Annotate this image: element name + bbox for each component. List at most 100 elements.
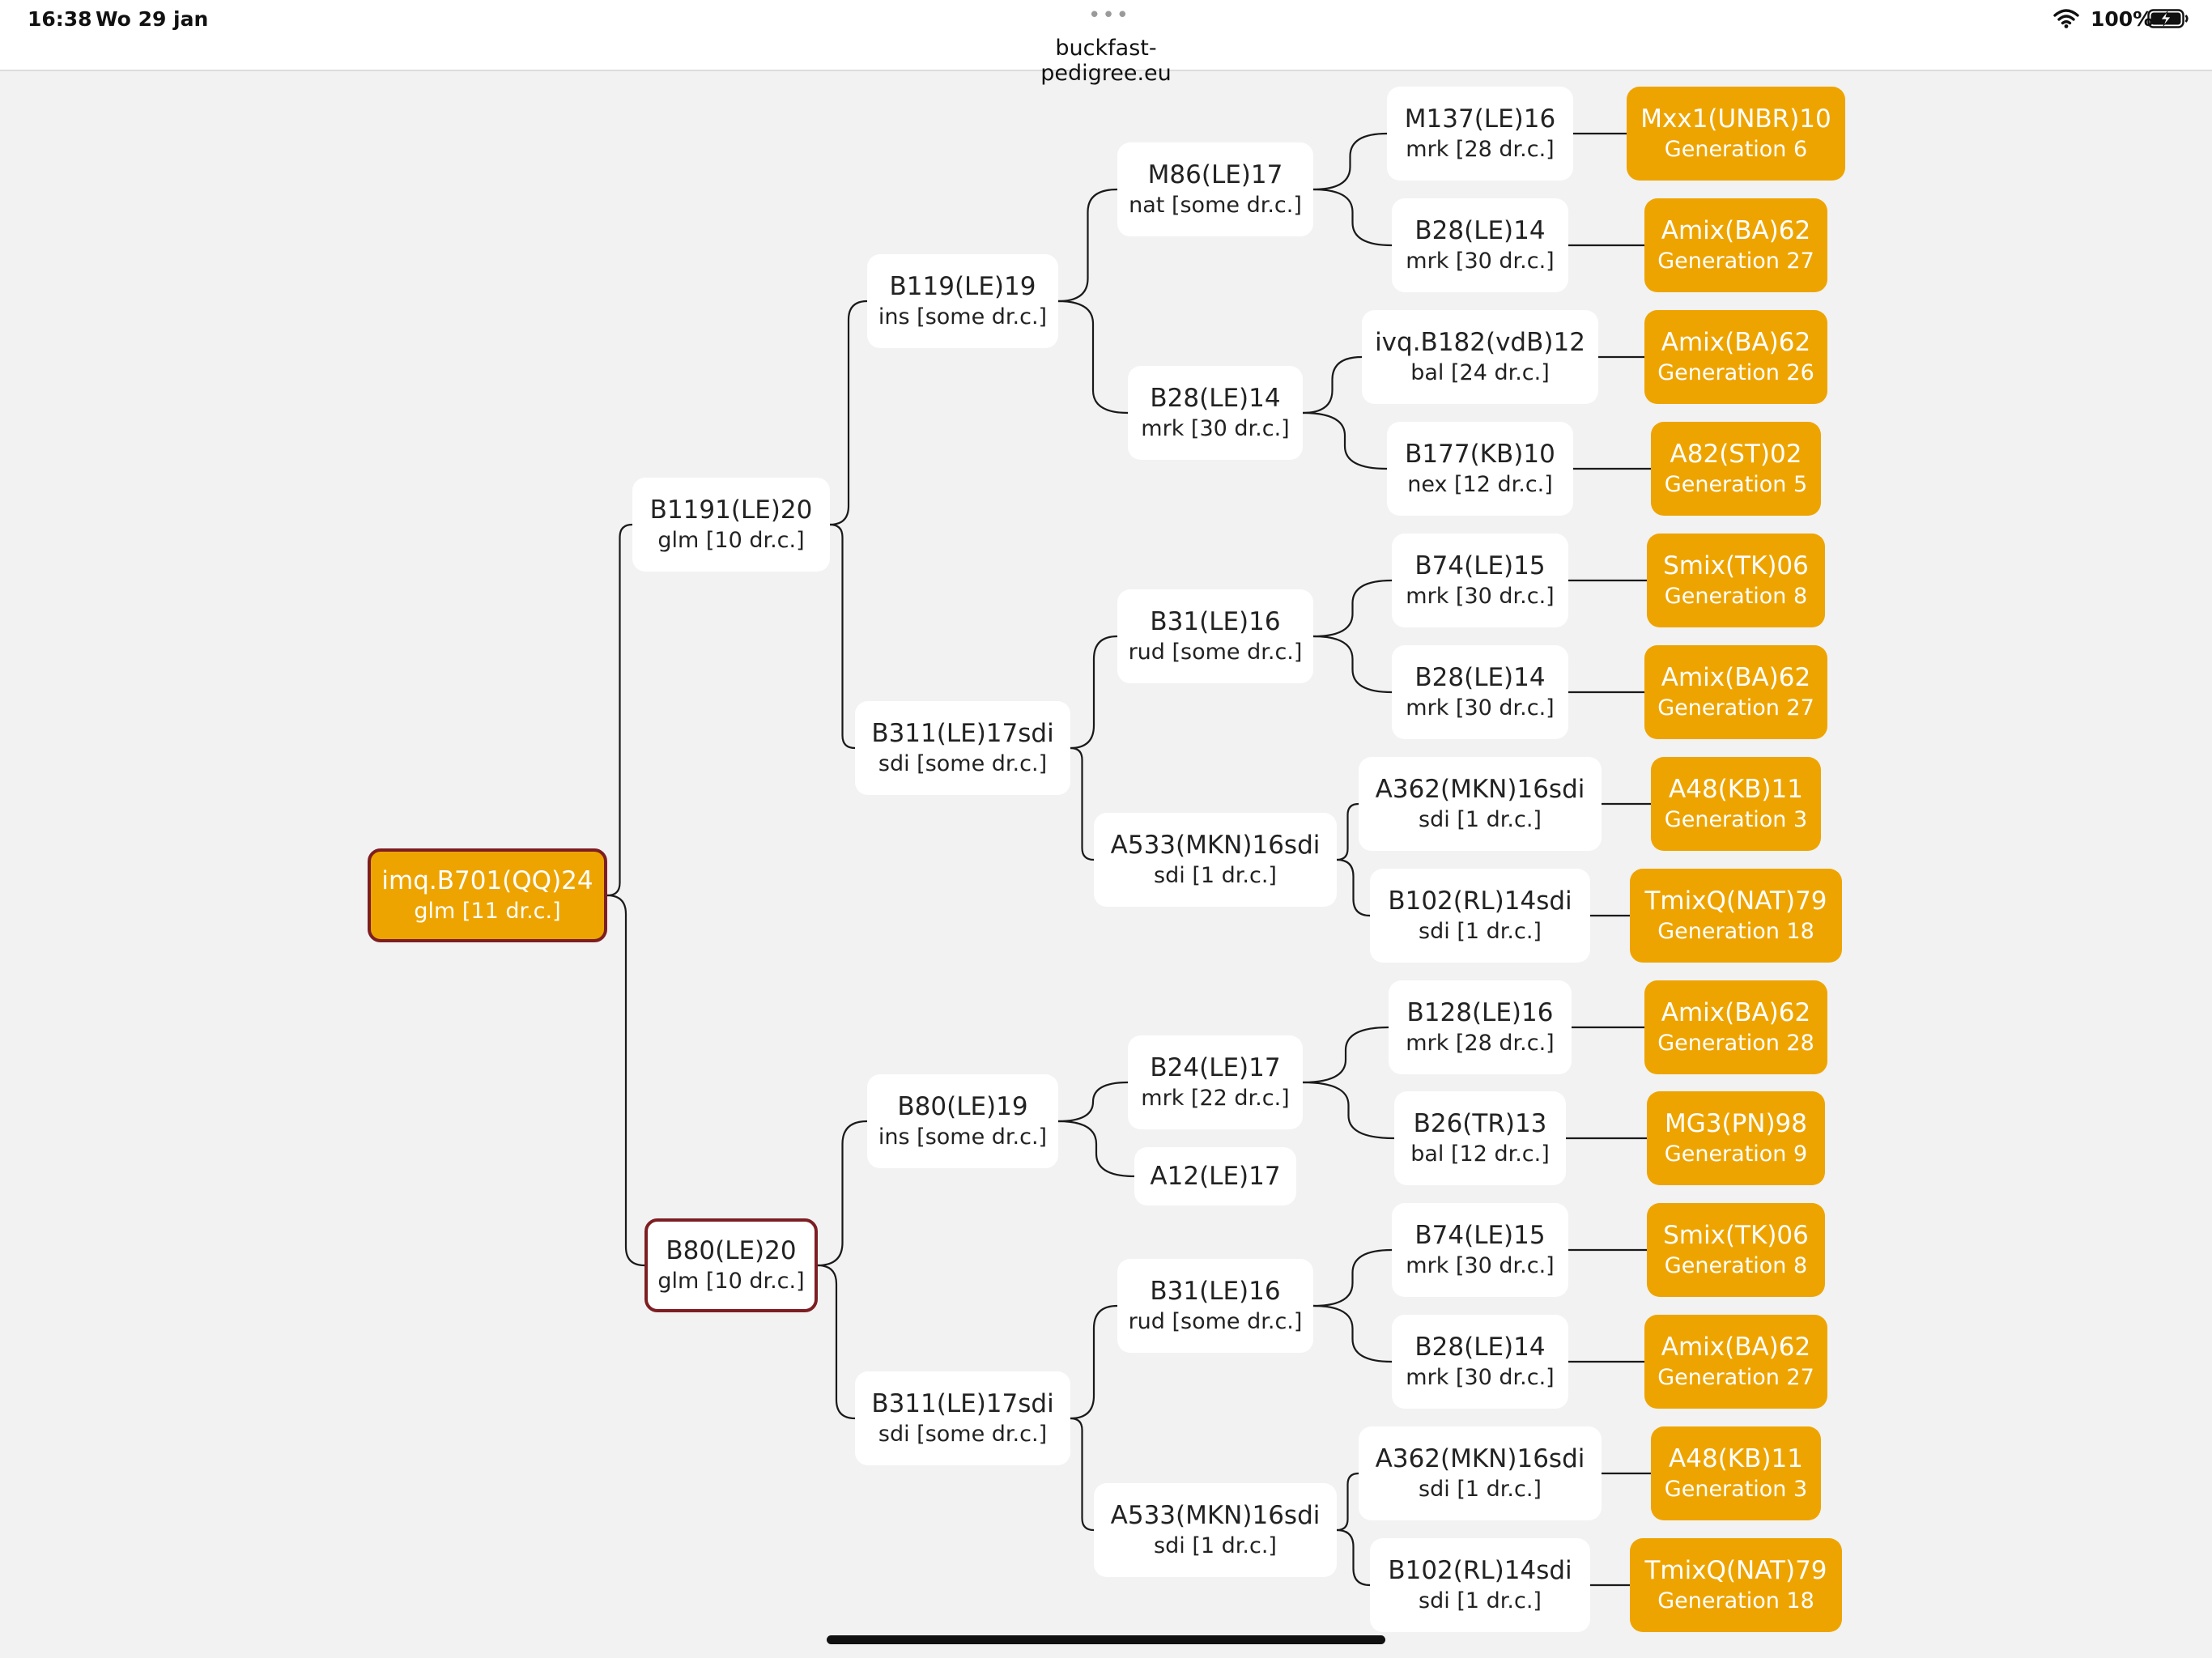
pedigree-link xyxy=(1057,300,1129,414)
node-detail: rud [some dr.c.] xyxy=(1128,640,1303,665)
pedigree-node[interactable]: B28(LE)14 mrk [30 dr.c.] xyxy=(1392,198,1568,292)
node-generation: glm [11 dr.c.] xyxy=(414,899,561,924)
node-name: B80(LE)19 xyxy=(897,1092,1028,1121)
node-name: B102(RL)14sdi xyxy=(1388,1556,1572,1585)
node-detail: ins [some dr.c.] xyxy=(878,1124,1048,1150)
pedigree-link xyxy=(606,894,645,1267)
node-name: TmixQ(NAT)79 xyxy=(1644,886,1827,916)
node-name: Smix(TK)06 xyxy=(1663,1221,1809,1250)
pedigree-node[interactable]: B31(LE)16 rud [some dr.c.] xyxy=(1117,1259,1313,1353)
node-name: Mxx1(UNBR)10 xyxy=(1640,104,1831,134)
node-name: B311(LE)17sdi xyxy=(871,719,1054,748)
node-detail: sdi [1 dr.c.] xyxy=(1419,919,1542,944)
node-generation: Generation 27 xyxy=(1657,249,1814,274)
node-detail: sdi [1 dr.c.] xyxy=(1154,1533,1277,1558)
node-detail: ins [some dr.c.] xyxy=(878,304,1048,329)
home-indicator xyxy=(827,1635,1385,1644)
pedigree-link xyxy=(1312,1304,1393,1363)
node-detail: nat [some dr.c.] xyxy=(1129,193,1302,218)
node-name: TmixQ(NAT)79 xyxy=(1644,1556,1827,1585)
pedigree-node[interactable]: B102(RL)14sdi sdi [1 dr.c.] xyxy=(1370,869,1590,963)
pedigree-link xyxy=(1057,1081,1129,1123)
node-name: Amix(BA)62 xyxy=(1661,663,1811,692)
pedigree-node-founder[interactable]: imq.B701(QQ)24 glm [11 dr.c.] xyxy=(368,848,607,942)
node-name: B1191(LE)20 xyxy=(649,495,813,525)
node-name: M137(LE)16 xyxy=(1404,104,1556,134)
node-name: B31(LE)16 xyxy=(1150,1277,1281,1306)
node-generation: Generation 9 xyxy=(1664,1141,1808,1167)
node-generation: Generation 27 xyxy=(1657,1365,1814,1390)
node-name: imq.B701(QQ)24 xyxy=(381,866,593,895)
pedigree-node[interactable]: B80(LE)19 ins [some dr.c.] xyxy=(867,1074,1058,1168)
node-detail: bal [24 dr.c.] xyxy=(1410,360,1550,385)
node-name: A48(KB)11 xyxy=(1669,1444,1803,1473)
battery-charging-icon xyxy=(2147,8,2189,32)
node-detail: mrk [30 dr.c.] xyxy=(1406,249,1555,274)
node-detail: mrk [22 dr.c.] xyxy=(1141,1086,1290,1111)
pedigree-link xyxy=(1312,132,1388,191)
node-detail: mrk [30 dr.c.] xyxy=(1406,1253,1555,1278)
node-name: B28(LE)14 xyxy=(1414,216,1546,245)
node-detail: nex [12 dr.c.] xyxy=(1407,472,1553,497)
pedigree-link xyxy=(1302,1026,1389,1084)
pedigree-link xyxy=(1312,579,1393,638)
pedigree-link xyxy=(829,300,868,526)
pedigree-link xyxy=(1302,1081,1395,1140)
node-name: A533(MKN)16sdi xyxy=(1110,1501,1321,1530)
node-generation: Generation 27 xyxy=(1657,695,1814,721)
pedigree-link xyxy=(1336,1472,1359,1532)
node-name: B102(RL)14sdi xyxy=(1388,886,1572,916)
node-detail: glm [10 dr.c.] xyxy=(657,1269,805,1294)
node-name: Smix(TK)06 xyxy=(1663,551,1809,580)
address-bar[interactable]: buckfast-pedigree.eu xyxy=(1040,36,1172,86)
pedigree-node[interactable]: A533(MKN)16sdi sdi [1 dr.c.] xyxy=(1094,1483,1337,1577)
pedigree-link xyxy=(1336,802,1359,861)
browser-status-bar: 16:38 Wo 29 jan ••• buckfast-pedigree.eu… xyxy=(0,0,2212,86)
node-detail: mrk [30 dr.c.] xyxy=(1141,416,1290,441)
pedigree-link xyxy=(1302,411,1388,470)
node-detail: rud [some dr.c.] xyxy=(1128,1309,1303,1334)
node-generation: Generation 3 xyxy=(1664,1477,1808,1502)
tab-options-button[interactable]: ••• xyxy=(1088,3,1131,28)
node-detail: sdi [some dr.c.] xyxy=(878,1422,1048,1447)
pedigree-link xyxy=(817,1264,856,1420)
node-detail: sdi [1 dr.c.] xyxy=(1419,807,1542,832)
pedigree-node[interactable]: A12(LE)17 xyxy=(1134,1147,1296,1205)
